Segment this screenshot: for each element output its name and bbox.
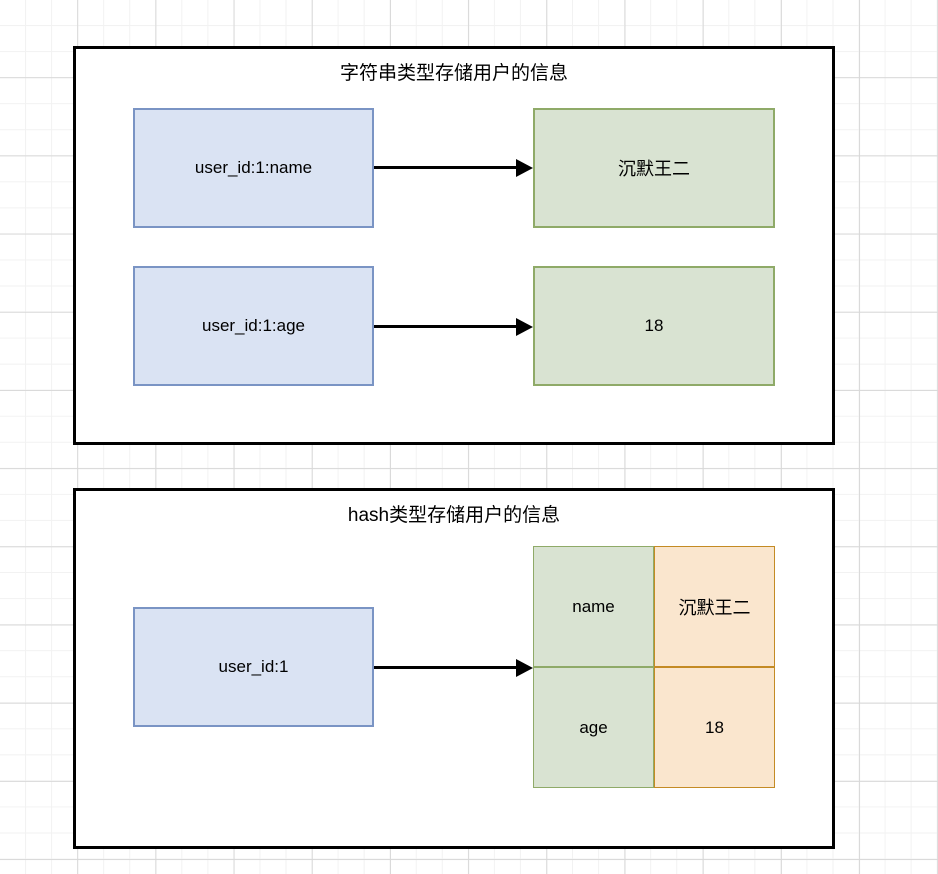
panel-string-type-title: 字符串类型存储用户的信息 xyxy=(339,63,568,84)
node-value-name-label: 沉默王二 xyxy=(618,159,690,179)
arrow-line xyxy=(374,666,517,669)
hash-field-age-label: age xyxy=(579,717,608,737)
hash-field-name-label: name xyxy=(572,596,615,616)
hash-value-name-label: 沉默王二 xyxy=(678,597,751,618)
hash-field-age[interactable]: age xyxy=(533,667,654,788)
hash-field-name[interactable]: name xyxy=(533,546,654,667)
hash-value-age-label: 18 xyxy=(705,717,724,737)
hash-value-name[interactable]: 沉默王二 xyxy=(654,546,775,667)
node-value-name[interactable]: 沉默王二 xyxy=(533,108,775,228)
arrow-line xyxy=(374,325,517,328)
node-key-user-id-1-name[interactable]: user_id:1:name xyxy=(133,108,374,228)
node-value-age-label: 18 xyxy=(644,316,664,335)
arrow-head-icon xyxy=(516,158,533,177)
node-key-user-id-1-label: user_id:1 xyxy=(218,657,289,676)
hash-table: name 沉默王二 age 18 xyxy=(533,546,775,788)
arrow-head-icon xyxy=(516,317,533,336)
node-key-user-id-1[interactable]: user_id:1 xyxy=(133,607,374,727)
node-key-user-id-1-age-label: user_id:1:age xyxy=(201,316,306,335)
arrow-head-icon xyxy=(516,658,533,677)
node-key-user-id-1-name-label: user_id:1:name xyxy=(194,158,313,177)
node-value-age[interactable]: 18 xyxy=(533,266,775,386)
node-key-user-id-1-age[interactable]: user_id:1:age xyxy=(133,266,374,386)
panel-hash-type-title: hash类型存储用户的信息 xyxy=(347,505,561,526)
arrow-line xyxy=(374,166,517,169)
hash-value-age[interactable]: 18 xyxy=(654,667,775,788)
